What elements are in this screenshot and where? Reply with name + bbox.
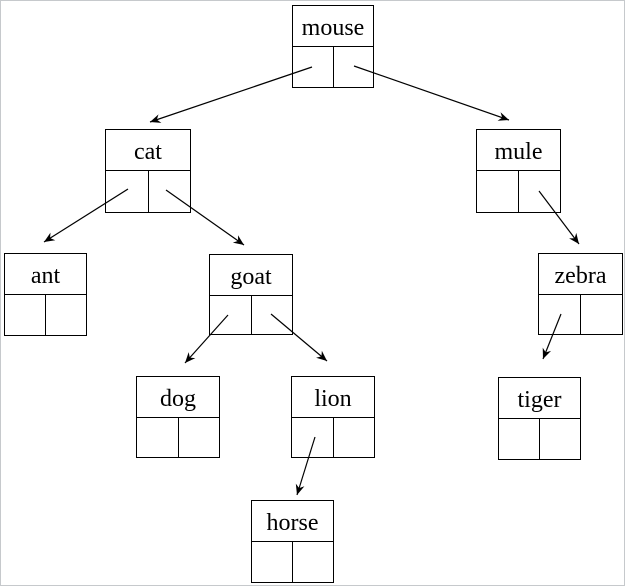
node-label-mouse: mouse [293,6,373,47]
ant-right-pointer-cell [46,295,86,335]
tiger-left-pointer-cell [499,419,540,459]
node-zebra: zebra [538,253,623,335]
cat-right-pointer-cell [149,171,191,212]
node-tiger: tiger [498,377,581,460]
pointer-cells-zebra [539,295,622,334]
pointer-cells-cat [106,171,190,212]
node-label-goat: goat [210,255,292,296]
zebra-right-pointer-cell [581,295,622,334]
zebra-left-pointer-cell [539,295,581,334]
goat-left-pointer-cell [210,296,252,334]
pointer-cells-horse [252,542,333,582]
pointer-cells-mouse [293,47,373,87]
horse-right-pointer-cell [293,542,333,582]
lion-left-pointer-cell [292,418,334,457]
mule-left-pointer-cell [477,171,519,212]
mouse-left-pointer-cell [293,47,334,87]
pointer-cells-dog [137,418,219,457]
lion-right-pointer-cell [334,418,375,457]
node-label-lion: lion [292,377,374,418]
node-label-tiger: tiger [499,378,580,419]
horse-left-pointer-cell [252,542,293,582]
node-label-cat: cat [106,130,190,171]
mule-right-pointer-cell [519,171,560,212]
pointer-cells-mule [477,171,560,212]
pointer-cells-ant [5,295,86,335]
dog-left-pointer-cell [137,418,179,457]
tiger-right-pointer-cell [540,419,580,459]
node-ant: ant [4,253,87,336]
node-horse: horse [251,500,334,583]
cat-left-pointer-cell [106,171,149,212]
dog-right-pointer-cell [179,418,220,457]
mouse-right-pointer-cell [334,47,374,87]
node-label-horse: horse [252,501,333,542]
node-mule: mule [476,129,561,213]
node-label-mule: mule [477,130,560,171]
ant-left-pointer-cell [5,295,46,335]
node-dog: dog [136,376,220,458]
node-label-dog: dog [137,377,219,418]
goat-right-pointer-cell [252,296,293,334]
node-goat: goat [209,254,293,335]
node-cat: cat [105,129,191,213]
node-label-ant: ant [5,254,86,295]
node-lion: lion [291,376,375,458]
pointer-cells-tiger [499,419,580,459]
pointer-cells-goat [210,296,292,334]
node-mouse: mouse [292,5,374,88]
pointer-cells-lion [292,418,374,457]
node-label-zebra: zebra [539,254,622,295]
